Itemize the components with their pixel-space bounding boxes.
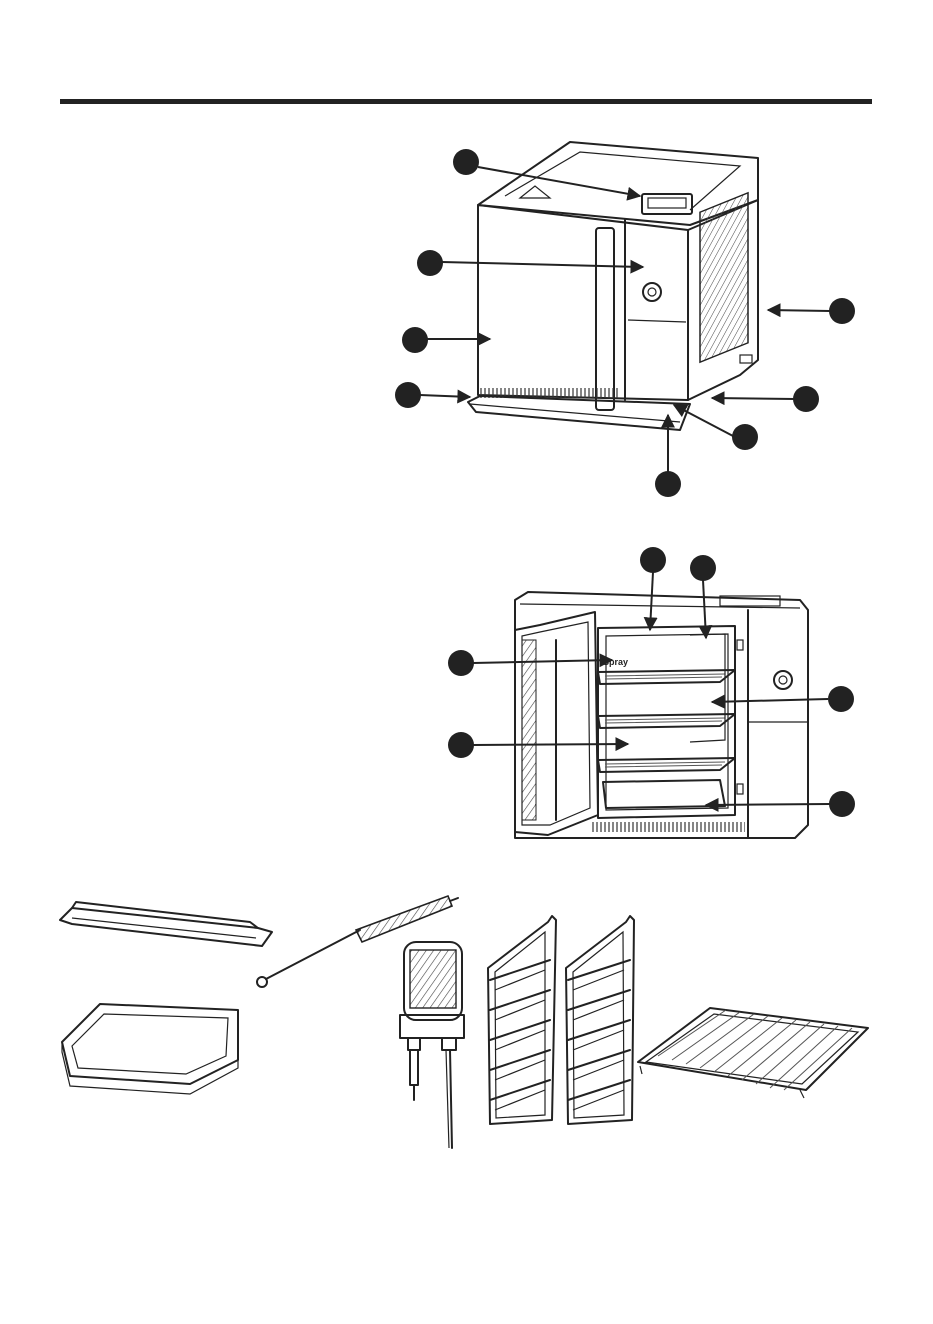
callout-marker — [453, 149, 479, 175]
callout-marker — [690, 555, 716, 581]
baking-pan-installed — [603, 780, 725, 808]
callout-marker — [448, 732, 474, 758]
side-vent — [700, 193, 748, 362]
oven-exterior-drawing — [468, 142, 758, 430]
callout-marker — [732, 424, 758, 450]
oven-interior-drawing: Spray — [515, 592, 808, 838]
accessory-baking-pan — [62, 1004, 238, 1094]
callout-marker — [793, 386, 819, 412]
accessory-left-rack-rail — [488, 916, 556, 1124]
accessory-crumb-tray — [60, 902, 272, 946]
accessory-wire-rack — [638, 1008, 868, 1098]
callout-marker — [829, 791, 855, 817]
callout-marker — [395, 382, 421, 408]
control-knob-interior-view — [774, 671, 792, 689]
callout-marker — [829, 298, 855, 324]
callout-marker — [417, 250, 443, 276]
door-handle — [596, 228, 614, 410]
interior-shelves — [598, 670, 735, 808]
top-rule — [60, 99, 872, 104]
display-panel — [642, 194, 692, 214]
callout-marker — [448, 650, 474, 676]
callout-marker — [640, 547, 666, 573]
accessory-temperature-probe — [400, 942, 464, 1148]
callout-marker — [655, 471, 681, 497]
callout-marker — [402, 327, 428, 353]
control-knob — [643, 283, 661, 301]
accessory-right-rack-rail — [566, 916, 634, 1124]
interior-label-text: Spray — [603, 657, 628, 667]
callout-marker — [828, 686, 854, 712]
